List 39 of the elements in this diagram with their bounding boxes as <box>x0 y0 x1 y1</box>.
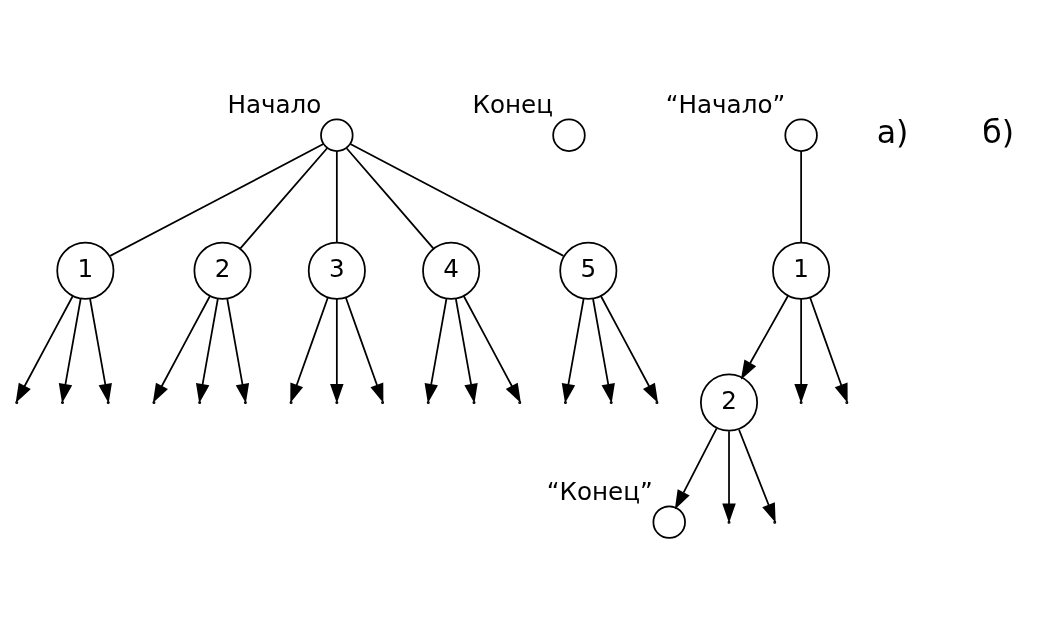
arrow <box>345 296 384 404</box>
arrow <box>674 427 718 510</box>
label: а) <box>876 113 909 150</box>
arrow <box>89 298 112 404</box>
node-circle <box>652 505 686 539</box>
arrow <box>15 295 74 403</box>
connector <box>239 147 328 250</box>
arrow <box>58 298 82 404</box>
node-label: Конец <box>472 89 553 119</box>
node-circle <box>784 118 818 152</box>
arrow <box>226 298 250 404</box>
node-circle: 3 <box>307 241 366 300</box>
arrow <box>424 298 448 404</box>
arrow <box>561 298 585 404</box>
node-circle: 5 <box>559 241 618 300</box>
arrow <box>152 295 211 403</box>
arrow <box>600 295 659 403</box>
connector <box>349 143 565 257</box>
connector <box>800 150 802 243</box>
connector <box>335 150 338 243</box>
node-circle: 1 <box>772 241 831 300</box>
connector <box>345 147 435 250</box>
node-circle: 2 <box>193 241 252 300</box>
node-label: “Конец” <box>546 476 653 506</box>
arrow <box>592 298 615 404</box>
connector <box>109 143 325 257</box>
arrow <box>738 428 776 523</box>
label: б) <box>982 113 1015 150</box>
node-circle <box>320 118 354 152</box>
arrow <box>740 295 789 380</box>
arrow <box>794 298 808 404</box>
node-circle: 1 <box>56 241 115 300</box>
node-circle <box>552 118 586 152</box>
node-circle: 4 <box>422 241 481 300</box>
arrow <box>330 298 344 404</box>
arrow <box>195 298 219 404</box>
node-label: “Начало” <box>665 89 786 119</box>
node-circle: 2 <box>700 373 759 432</box>
node-label: Начало <box>227 89 322 119</box>
